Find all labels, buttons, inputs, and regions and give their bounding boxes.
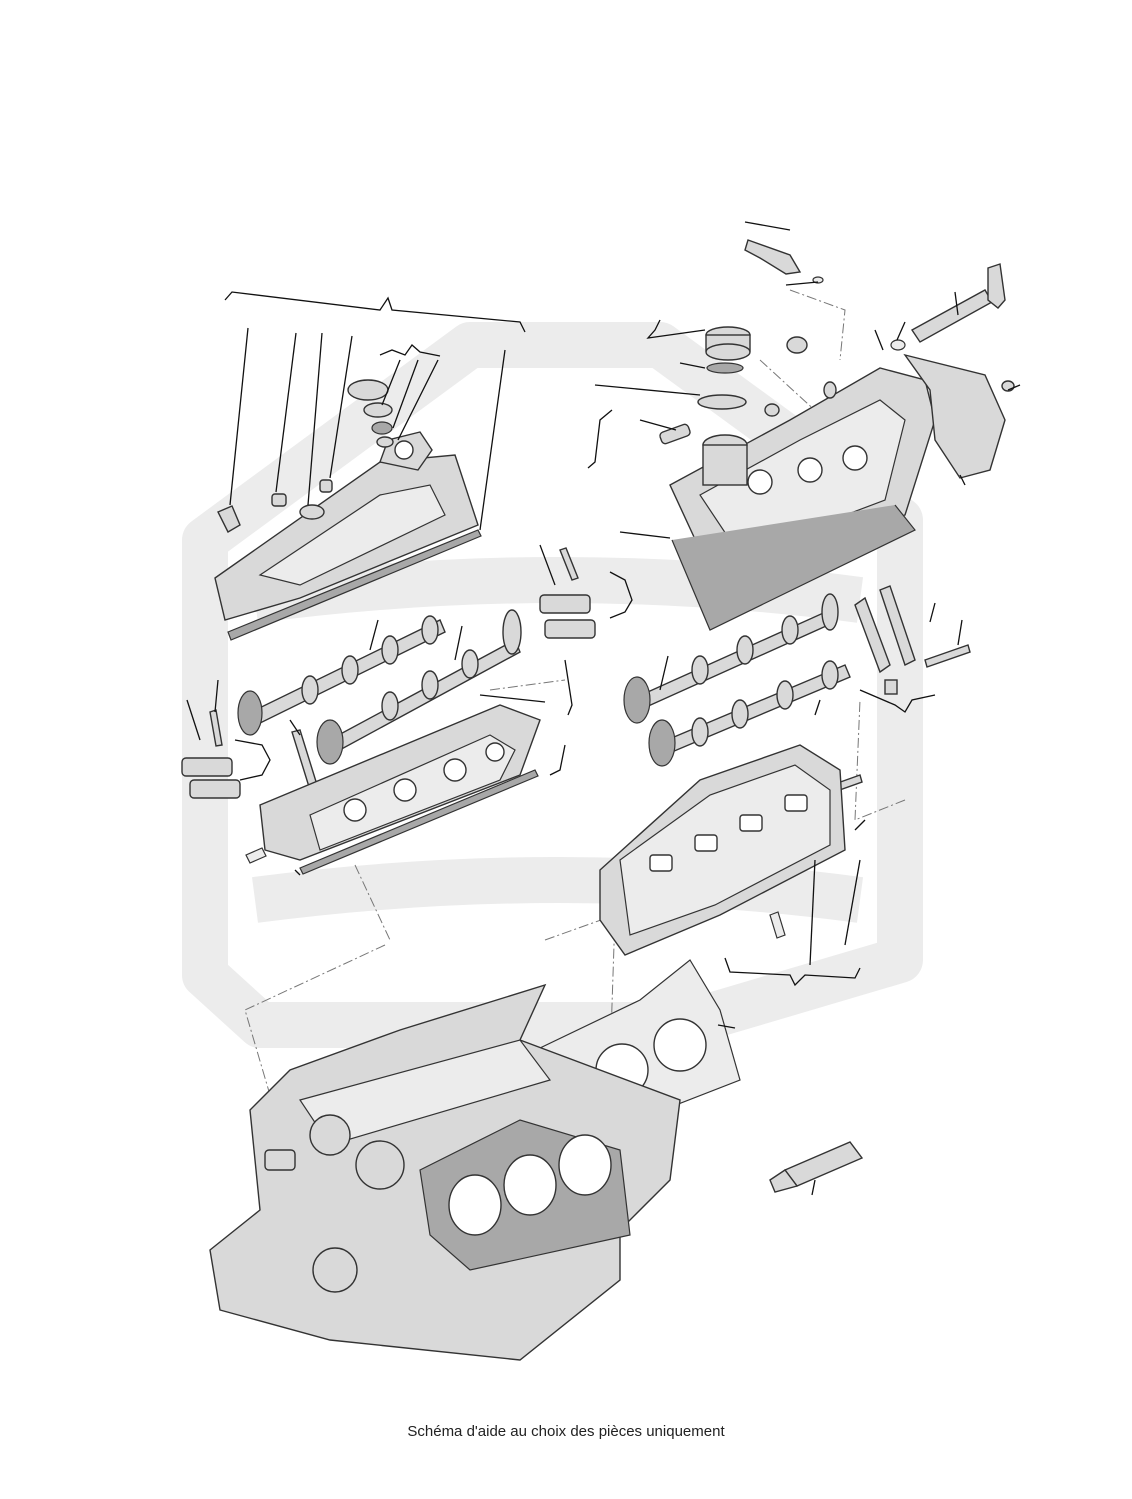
left-valve-cover-gasket[interactable] — [227, 529, 482, 641]
leader-lines — [186, 221, 1021, 1196]
right-valve-cover-gasket[interactable] — [671, 504, 916, 631]
right-intake-camshaft[interactable] — [623, 593, 839, 724]
injector[interactable] — [890, 289, 993, 351]
sealant-tube[interactable] — [769, 1141, 864, 1193]
oil-filler-seal[interactable] — [706, 362, 744, 374]
right-cylinder-head[interactable] — [599, 744, 846, 956]
left-exhaust-camshaft[interactable] — [316, 609, 522, 765]
left-valve-cover[interactable] — [214, 431, 479, 621]
left-cover-small-parts[interactable] — [217, 379, 394, 533]
left-intake-camshaft[interactable] — [237, 615, 446, 736]
left-head-gasket-strip[interactable] — [299, 769, 539, 875]
oil-filler-cap[interactable] — [705, 326, 751, 361]
diagram-caption: Schéma d'aide au choix des pièces unique… — [407, 1423, 725, 1440]
right-exhaust-camshaft[interactable] — [648, 660, 851, 767]
breather-valve[interactable] — [659, 336, 1015, 445]
cam-bearing-cap[interactable] — [181, 585, 916, 799]
engine-block[interactable] — [209, 983, 681, 1361]
oil-filler-ring[interactable] — [697, 394, 747, 410]
injector-line[interactable] — [744, 239, 824, 284]
sensor[interactable] — [987, 263, 1006, 309]
left-cylinder-head[interactable] — [259, 704, 541, 861]
